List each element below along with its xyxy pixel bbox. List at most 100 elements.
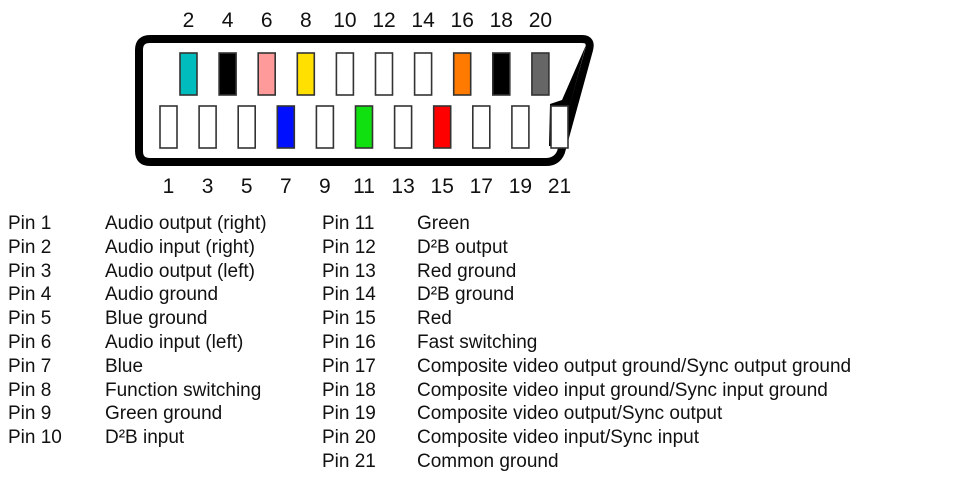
pinout-row: Pin 7 Blue bbox=[8, 355, 267, 379]
pin-description: D²B ground bbox=[417, 284, 515, 306]
pinout-row: Pin 1 Audio output (right) bbox=[8, 212, 267, 236]
pin-1-contact bbox=[159, 105, 178, 149]
pin-description: Audio ground bbox=[105, 284, 219, 306]
pin-11-contact bbox=[354, 105, 374, 149]
pin-label: Pin 7 bbox=[8, 355, 52, 377]
pinout-row: Pin 13 Red ground bbox=[322, 260, 851, 284]
pin-6-contact bbox=[257, 52, 277, 96]
pin-13-contact bbox=[393, 105, 413, 149]
pin-number-label: 11 bbox=[353, 175, 375, 198]
pin-number-label: 10 bbox=[333, 9, 356, 32]
pin-description: Composite video input ground/Sync input … bbox=[417, 379, 828, 401]
pinout-row: Pin 5 Blue ground bbox=[8, 307, 267, 331]
pin-number-label: 15 bbox=[431, 175, 454, 198]
pinout-row: Pin 8 Function switching bbox=[8, 379, 267, 403]
pin-label: Pin 21 bbox=[322, 450, 376, 472]
pin-description: Blue ground bbox=[105, 308, 208, 330]
pin-label: Pin 13 bbox=[322, 260, 376, 282]
pin-number-label: 9 bbox=[319, 175, 331, 198]
pin-label: Pin 9 bbox=[8, 403, 52, 425]
pinout-row: Pin 18 Composite video input ground/Sync … bbox=[322, 379, 851, 403]
pin-number-label: 18 bbox=[490, 9, 513, 32]
pin-5-contact bbox=[237, 105, 256, 149]
pin-label: Pin 19 bbox=[322, 403, 376, 425]
pin-description: Composite video input/Sync input bbox=[417, 427, 699, 449]
pin-label: Pin 11 bbox=[322, 213, 375, 234]
pin-description: Common ground bbox=[417, 450, 559, 472]
pin-number-label: 5 bbox=[241, 175, 253, 198]
pin-number-label: 14 bbox=[411, 9, 435, 32]
pin-number-label: 8 bbox=[300, 9, 312, 32]
pin-label: Pin 20 bbox=[322, 427, 376, 449]
pin-number-label: 13 bbox=[391, 175, 414, 198]
pin-description: Composite video output ground/Sync outpu… bbox=[417, 355, 852, 377]
pin-label: Pin 3 bbox=[8, 260, 52, 282]
pinout-row: Pin 11 Green bbox=[322, 212, 851, 236]
pinout-row: Pin 21 Common ground bbox=[322, 450, 851, 474]
pin-17-contact bbox=[471, 105, 491, 149]
pin-20-contact bbox=[531, 52, 550, 96]
pin-label: Pin 16 bbox=[322, 331, 376, 353]
pinout-row: Pin 14 D²B ground bbox=[322, 283, 851, 307]
pin-16-contact bbox=[452, 52, 472, 96]
pin-description: Red ground bbox=[417, 260, 517, 282]
pin-7-contact bbox=[276, 105, 296, 149]
pin-description: Audio output (right) bbox=[105, 213, 267, 234]
pin-12-contact bbox=[374, 52, 394, 96]
pin-label: Pin 14 bbox=[322, 284, 376, 306]
pin-description: Function switching bbox=[105, 379, 262, 401]
pin-description: Fast switching bbox=[417, 331, 538, 353]
pin-number-label: 2 bbox=[183, 9, 195, 32]
pinout-row: Pin 15 Red bbox=[322, 307, 851, 331]
pin-label: Pin 1 bbox=[8, 213, 52, 234]
pin-description: Green bbox=[417, 213, 470, 234]
pin-description: Blue bbox=[105, 355, 144, 377]
pin-label: Pin 8 bbox=[8, 379, 52, 401]
pin-description: D²B input bbox=[105, 427, 185, 449]
pin-number-label: 19 bbox=[509, 175, 532, 198]
pin-description: Green ground bbox=[105, 403, 223, 425]
pin-number-label: 21 bbox=[548, 175, 571, 198]
pinout-row: Pin 3 Audio output (left) bbox=[8, 260, 267, 284]
pin-number-label: 4 bbox=[222, 9, 234, 32]
pinout-row: Pin 19 Composite video output/Sync output bbox=[322, 402, 851, 426]
pin-label: Pin 5 bbox=[8, 308, 52, 330]
pin-description: Audio output (left) bbox=[105, 260, 255, 282]
pin-number-label: 12 bbox=[372, 9, 395, 32]
pin-8-contact bbox=[296, 52, 316, 96]
pin-21-contact bbox=[550, 105, 569, 149]
pin-9-contact bbox=[315, 105, 335, 149]
pin-number-label: 3 bbox=[202, 175, 214, 198]
pin-label: Pin 2 bbox=[8, 236, 52, 258]
pin-4-contact bbox=[218, 52, 237, 96]
pin-label: Pin 15 bbox=[322, 308, 376, 330]
pinout-row: Pin 17 Composite video output ground/Sync… bbox=[322, 355, 851, 379]
pinout-list-left: Pin 1 Audio output (right) Pin 2 Audio inpu… bbox=[8, 212, 267, 450]
pin-number-label: 7 bbox=[280, 175, 292, 198]
pin-label: Pin 17 bbox=[322, 355, 376, 377]
pin-number-label: 1 bbox=[163, 175, 175, 198]
pinout-row: Pin 16 Fast switching bbox=[322, 331, 851, 355]
pin-description: Red bbox=[417, 308, 452, 330]
pin-2-contact bbox=[179, 52, 198, 96]
pin-number-label: 6 bbox=[261, 9, 273, 32]
pin-description: Audio input (right) bbox=[105, 236, 255, 258]
pin-label: Pin 12 bbox=[322, 236, 376, 258]
pin-19-contact bbox=[511, 105, 530, 149]
pin-number-label: 16 bbox=[451, 9, 474, 32]
pin-label: Pin 18 bbox=[322, 379, 376, 401]
pin-description: Composite video output/Sync output bbox=[417, 403, 723, 425]
pin-15-contact bbox=[432, 105, 452, 149]
pin-14-contact bbox=[413, 52, 433, 96]
pin-number-label: 17 bbox=[470, 175, 493, 198]
pin-18-contact bbox=[491, 52, 511, 96]
pin-3-contact bbox=[198, 105, 217, 149]
pin-description: Audio input (left) bbox=[105, 331, 244, 353]
pinout-row: Pin 2 Audio input (right) bbox=[8, 236, 267, 260]
